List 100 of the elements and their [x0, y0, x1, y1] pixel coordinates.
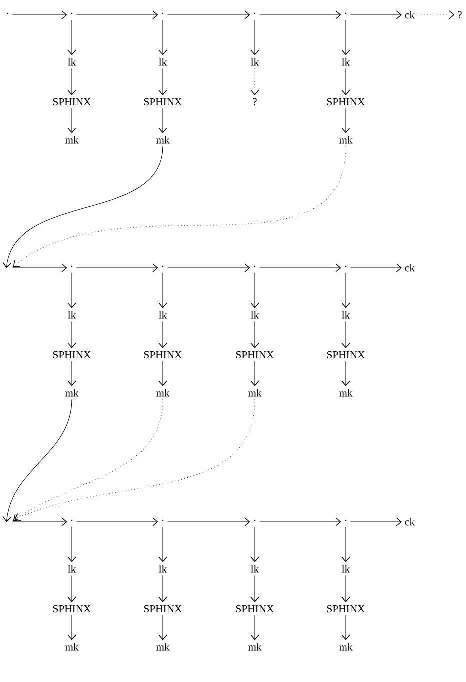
node-label: SPHINX: [327, 98, 366, 106]
node-label: SPHINX: [144, 351, 182, 359]
node-label: ·: [254, 266, 256, 268]
node-label: lk: [68, 565, 76, 573]
node-label: ·: [345, 12, 347, 14]
node-label: lk: [251, 565, 260, 573]
arrow: [342, 272, 350, 308]
arrow: [68, 615, 76, 640]
node-label: ·: [254, 12, 256, 14]
arrow: [342, 575, 350, 602]
arrow: [158, 20, 168, 56]
node-label: ·: [71, 12, 73, 14]
arrow: [76, 264, 158, 272]
node-label: SPHINX: [53, 605, 92, 613]
arrow: [342, 526, 350, 562]
arrow: [250, 321, 260, 348]
node-label: mk: [248, 643, 262, 651]
node-label: ·: [7, 520, 9, 522]
node-label: mk: [339, 643, 353, 651]
node-label: ·: [7, 12, 9, 14]
node-label: SPHINX: [327, 351, 366, 359]
arrow: [158, 68, 168, 96]
node-label: SPHINX: [53, 351, 92, 359]
arrow: [342, 321, 350, 348]
node-label: mk: [65, 389, 79, 397]
node-label: ·: [162, 266, 164, 268]
arrow: [158, 526, 168, 562]
arrow: [68, 321, 76, 348]
arrow: [76, 518, 158, 526]
node-label: mk: [339, 389, 353, 397]
node-label: lk: [342, 565, 350, 573]
curved-arrow: [13, 399, 164, 522]
node-label: ck: [405, 518, 416, 526]
node-label: ck: [405, 11, 416, 19]
node-label: SPHINX: [144, 605, 182, 613]
node-label: mk: [156, 136, 170, 144]
node-label: SPHINX: [236, 351, 274, 359]
curved-arrow: [14, 399, 256, 522]
arrow: [250, 526, 260, 562]
arrow: [350, 10, 402, 20]
arrow: [158, 615, 168, 640]
node-label: ·: [7, 266, 9, 268]
arrow: [158, 575, 168, 602]
arrow: [158, 272, 168, 308]
curved-arrow: [2, 399, 72, 522]
arrow: [158, 321, 168, 348]
node-label: lk: [251, 311, 260, 319]
node-label: ?: [253, 98, 257, 106]
arrow: [418, 10, 455, 20]
node-label: ·: [254, 520, 256, 522]
node-label: ?: [458, 11, 462, 19]
arrow: [76, 10, 158, 20]
arrow: [167, 10, 250, 20]
node-label: ·: [162, 12, 164, 14]
node-label: ·: [71, 266, 73, 268]
arrow: [12, 10, 68, 20]
arrow: [342, 361, 350, 386]
arrow: [68, 108, 76, 134]
node-label: mk: [65, 136, 79, 144]
node-label: ·: [345, 266, 347, 268]
arrow: [342, 68, 350, 96]
arrow: [158, 108, 168, 134]
node-label: lk: [159, 58, 168, 66]
arrow: [12, 518, 68, 526]
node-label: lk: [342, 58, 350, 66]
arrow: [250, 68, 260, 96]
arrow: [259, 10, 342, 20]
arrow: [342, 20, 350, 56]
node-label: lk: [251, 58, 260, 66]
curved-arrow: [13, 146, 346, 268]
arrow: [167, 264, 250, 272]
node-label: SPHINX: [53, 98, 92, 106]
node-label: mk: [248, 389, 262, 397]
arrow: [68, 68, 76, 96]
node-label: SPHINX: [144, 98, 182, 106]
node-label: ·: [162, 520, 164, 522]
arrow: [68, 272, 76, 308]
arrow: [250, 20, 260, 56]
arrow: [158, 361, 168, 386]
arrow: [350, 264, 402, 272]
arrow: [68, 526, 76, 562]
node-label: mk: [339, 136, 353, 144]
node-label: lk: [68, 311, 76, 319]
curved-arrow: [2, 146, 164, 268]
arrow: [342, 615, 350, 640]
arrow: [68, 20, 76, 56]
node-label: lk: [68, 58, 76, 66]
arrow: [259, 264, 342, 272]
node-label: ·: [345, 520, 347, 522]
node-label: mk: [65, 643, 79, 651]
node-label: lk: [159, 565, 168, 573]
node-label: mk: [156, 643, 170, 651]
arrow: [250, 361, 260, 386]
arrow: [250, 272, 260, 308]
arrow: [250, 575, 260, 602]
node-label: ck: [405, 264, 416, 272]
arrow: [250, 615, 260, 640]
arrow: [342, 108, 350, 134]
node-label: lk: [159, 311, 168, 319]
node-label: ·: [71, 520, 73, 522]
